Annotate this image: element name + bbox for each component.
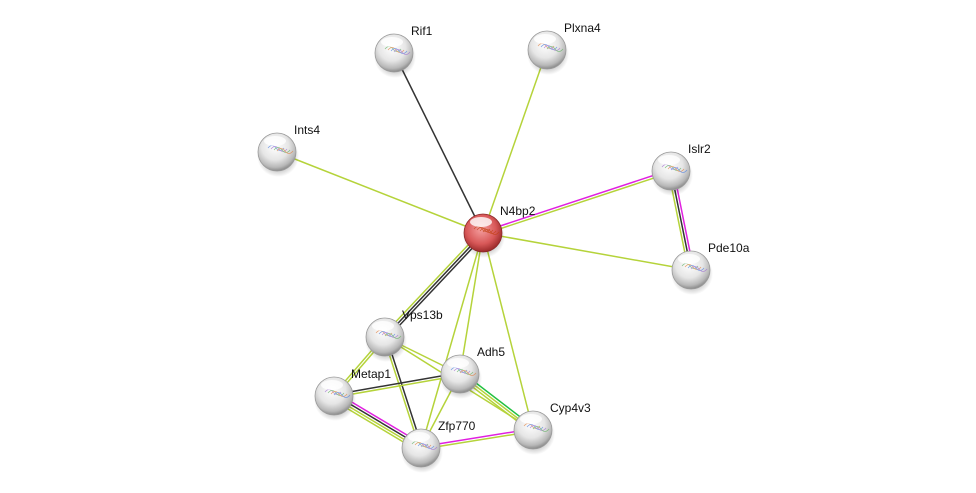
node-label: Pde10a (708, 241, 750, 255)
edge-n4bp2-vps13b[interactable] (382, 230, 486, 340)
node-label: Ints4 (294, 123, 320, 137)
edge-line-black (333, 371, 460, 396)
node-label: Metap1 (351, 367, 391, 381)
edge-n4bp2-cyp4v3[interactable] (482, 232, 534, 431)
node-rif1[interactable]: Rif1 (374, 24, 433, 78)
edge-n4bp2-pde10a[interactable] (482, 232, 692, 271)
node-highlight (381, 37, 403, 47)
node-highlight (678, 254, 700, 264)
protein-structure-icon (267, 145, 294, 154)
edge-line-magenta (482, 169, 671, 233)
node-islr2[interactable]: Islr2 (651, 142, 711, 196)
node-label: Islr2 (688, 142, 711, 156)
node-highlight (372, 321, 394, 331)
node-metap1[interactable]: Metap1 (314, 367, 391, 421)
node-ints4[interactable]: Ints4 (257, 123, 320, 177)
edge-line-yellowgreen (276, 151, 484, 234)
protein-structure-icon (450, 367, 477, 376)
edge-n4bp2-ints4[interactable] (276, 151, 484, 234)
protein-structure-icon (523, 423, 550, 432)
node-cyp4v3[interactable]: Cyp4v3 (513, 401, 591, 455)
edge-n4bp2-rif1[interactable] (393, 52, 484, 234)
node-highlight (447, 358, 469, 368)
edge-line-yellowgreen (334, 374, 461, 399)
edge-line-yellowgreen (482, 232, 534, 431)
node-label: Rif1 (411, 24, 433, 38)
node-pde10a[interactable]: Pde10a (671, 241, 750, 295)
edge-line-yellowgreen (382, 230, 482, 336)
edge-line-yellowgreen (482, 232, 692, 271)
protein-structure-icon (324, 389, 351, 398)
node-highlight (520, 414, 542, 424)
protein-structure-icon (375, 330, 402, 339)
edge-line-black (393, 52, 484, 234)
edge-metap1-adh5[interactable] (333, 371, 461, 399)
node-n4bp2[interactable]: N4bp2 (463, 204, 536, 258)
protein-structure-icon (681, 263, 708, 272)
node-highlight (658, 155, 680, 165)
protein-structure-icon (411, 441, 438, 450)
protein-structure-icon (537, 43, 564, 52)
edge-n4bp2-plxna4[interactable] (482, 49, 548, 234)
node-label: Vps13b (402, 308, 443, 322)
node-label: Plxna4 (564, 21, 601, 35)
node-plxna4[interactable]: Plxna4 (527, 21, 601, 75)
edge-line-yellowgreen (483, 171, 672, 235)
node-highlight (321, 380, 343, 390)
protein-structure-icon (473, 226, 500, 235)
node-highlight (534, 34, 556, 44)
protein-structure-icon (384, 46, 411, 55)
edge-line-yellowgreen (482, 49, 548, 234)
nodes: N4bp2 Rif1 Plxna4Ints4Islr2Pde10aVps13bAdh… (257, 21, 750, 473)
edge-n4bp2-islr2[interactable] (482, 169, 672, 235)
node-highlight (264, 136, 286, 146)
node-label: Zfp770 (438, 419, 476, 433)
node-label: Adh5 (477, 345, 505, 359)
edge-line-black (386, 234, 486, 340)
node-label: N4bp2 (500, 204, 536, 218)
protein-structure-icon (661, 164, 688, 173)
edge-line-black (384, 232, 484, 338)
node-highlight (408, 432, 430, 442)
node-highlight (470, 217, 492, 227)
node-zfp770[interactable]: Zfp770 (401, 419, 476, 473)
node-adh5[interactable]: Adh5 (440, 345, 505, 399)
node-vps13b[interactable]: Vps13b (365, 308, 443, 362)
edge-n4bp2-zfp770[interactable] (420, 232, 484, 449)
edge-line-yellowgreen (420, 232, 484, 449)
node-label: Cyp4v3 (550, 401, 591, 415)
